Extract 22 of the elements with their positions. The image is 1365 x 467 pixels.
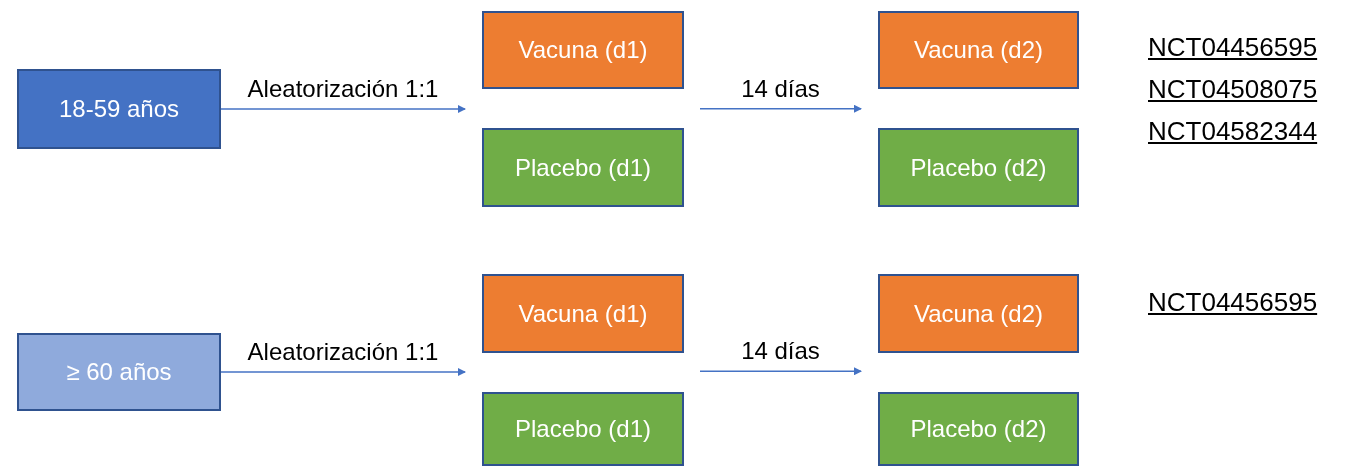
trial-id: NCT04508075 [1148,73,1318,106]
process-box: 18-59 años [17,69,221,149]
process-box: Placebo (d1) [482,128,684,207]
process-box: Vacuna (d1) [482,274,684,353]
process-box: Vacuna (d2) [878,274,1079,353]
arrow [220,368,466,376]
process-box: Vacuna (d2) [878,11,1079,89]
edge-label: 14 días [740,337,821,366]
edge-label: 14 días [740,74,821,103]
edge-label: Aleatorización 1:1 [246,75,440,103]
edge-label: Aleatorización 1:1 [246,338,440,366]
arrow [699,104,862,113]
trial-id: NCT04582344 [1148,115,1318,148]
process-box: Placebo (d2) [878,128,1079,207]
process-box: ≥ 60 años [17,333,221,411]
arrow [220,105,466,113]
trial-id: NCT04456595 [1148,31,1318,64]
process-box: Placebo (d2) [878,392,1079,466]
process-box: Placebo (d1) [482,392,684,466]
trial-id: NCT04456595 [1148,286,1318,319]
arrow [699,367,862,376]
process-box: Vacuna (d1) [482,11,684,89]
